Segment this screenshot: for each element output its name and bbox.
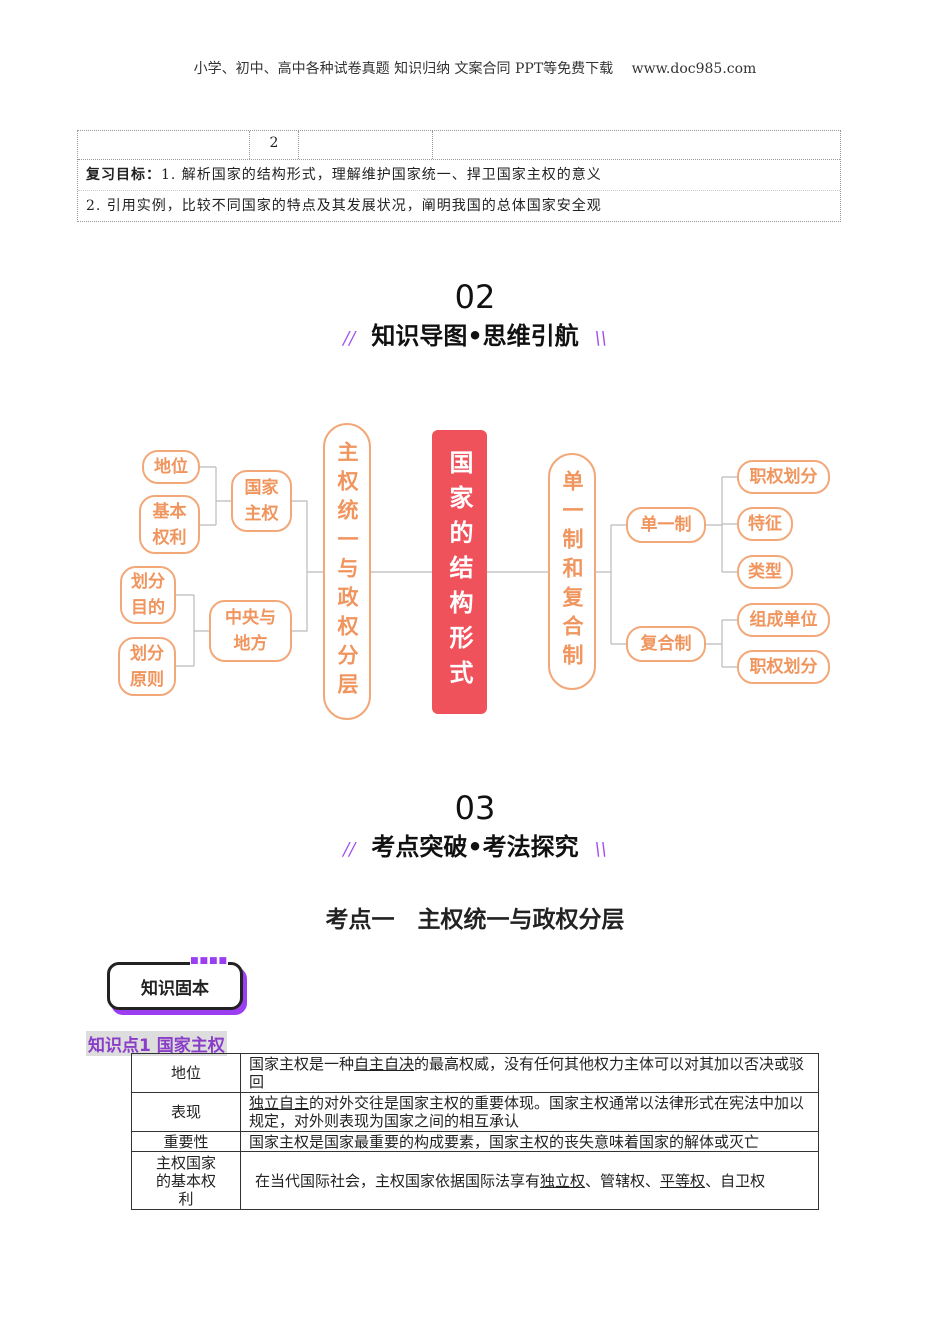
goal-2: 2. 引用实例，比较不同国家的特点及其发展状况，阐明我国的总体国家安全观 [86, 198, 602, 214]
key-term: 自主自决 [354, 1055, 415, 1073]
leaf-basic-rights: 基本权利 [139, 495, 200, 554]
node-central-local: 中央与地方 [209, 600, 292, 662]
section-title: 知识导图•思维引航 [361, 316, 590, 351]
goal-label: 复习目标： [86, 167, 161, 183]
leaf-features: 特征 [737, 507, 793, 541]
mind-map-connectors [176, 466, 737, 668]
leaf-status: 地位 [142, 450, 200, 484]
page-header: 小学、初中、高中各种试卷真题 知识归纳 文案合同 PPT等免费下载 www.do… [193, 61, 757, 77]
section-number: 03 [444, 789, 496, 827]
leaf-component-units: 组成单位 [737, 603, 830, 637]
node-compound: 复合制 [626, 626, 706, 662]
cell-text: 在当代国际社会，主权国家依据国际法享有 [255, 1171, 541, 1190]
key-term: 独立自主 [249, 1094, 310, 1112]
node-unitary: 单一制 [626, 507, 706, 543]
table-row: 主权国家的基本权利在当代国际社会，主权国家依据国际法享有独立权、管辖权、平等权、… [131, 1151, 819, 1210]
topic-heading: 考点一 主权统一与政权分层 [325, 907, 625, 933]
leaf-division-principle: 划分原则 [118, 637, 176, 696]
knowledge-point-title: 知识点1 国家主权 [86, 1031, 227, 1056]
section-title: 考点突破•考法探究 [361, 827, 590, 862]
goal-1: 1. 解析国家的结构形式，理解维护国家统一、捍卫国家主权的意义 [161, 167, 602, 183]
review-goal-table: 2 复习目标：1. 解析国家的结构形式，理解维护国家统一、捍卫国家主权的意义 2… [77, 130, 841, 222]
key-term: 独立权 [540, 1171, 586, 1190]
cell-text: 的对外交往是国家主权的重要体现。国家主权通常以法律形式在宪法中加以规定，对外则表… [249, 1094, 805, 1130]
node-sovereignty: 国家主权 [231, 470, 292, 532]
table-row: 表现独立自主的对外交往是国家主权的重要体现。国家主权通常以法律形式在宪法中加以规… [131, 1092, 819, 1132]
table-cell: 2 [249, 131, 298, 159]
row-label: 主权国家的基本权利 [131, 1151, 241, 1210]
cell-text: 国家主权是一种 [249, 1055, 355, 1073]
leaf-power-division-2: 职权划分 [737, 650, 830, 684]
key-term: 平等权 [660, 1171, 706, 1190]
leaf-power-division: 职权划分 [737, 460, 830, 494]
section-02-heading: 02 //知识导图•思维引航\\ [343, 278, 607, 351]
sovereignty-table: 地位国家主权是一种自主自决的最高权威，没有任何其他权力主体可以对其加以否决或驳回… [131, 1053, 819, 1210]
left-branch-node: 主权统一与政权分层 [323, 423, 371, 720]
leaf-division-purpose: 划分目的 [120, 566, 176, 624]
row-label: 表现 [131, 1092, 241, 1132]
badge-decoration: ■■■■ [190, 956, 229, 966]
knowledge-badge: 知识固本 [107, 962, 243, 1010]
leaf-types: 类型 [737, 555, 793, 589]
center-node: 国家的结构形式 [432, 430, 487, 714]
right-branch-node: 单一制和复合制 [548, 453, 596, 690]
table-row: 重要性国家主权是国家最重要的构成要素，国家主权的丧失意味着国家的解体或灭亡 [131, 1131, 819, 1152]
section-03-heading: 03 //考点突破•考法探究\\ [343, 789, 607, 862]
cell-text: 的最高权威，没有任何其他权力主体可以对其加以否决或驳回 [249, 1055, 805, 1091]
cell-text: 国家主权是国家最重要的构成要素，国家主权的丧失意味着国家的解体或灭亡 [240, 1131, 819, 1152]
cell-text: 、自卫权 [705, 1171, 766, 1190]
row-label: 地位 [131, 1053, 241, 1093]
table-row: 地位国家主权是一种自主自决的最高权威，没有任何其他权力主体可以对其加以否决或驳回 [131, 1053, 819, 1093]
cell-text: 、管辖权、 [585, 1171, 661, 1190]
row-label: 重要性 [131, 1131, 241, 1152]
